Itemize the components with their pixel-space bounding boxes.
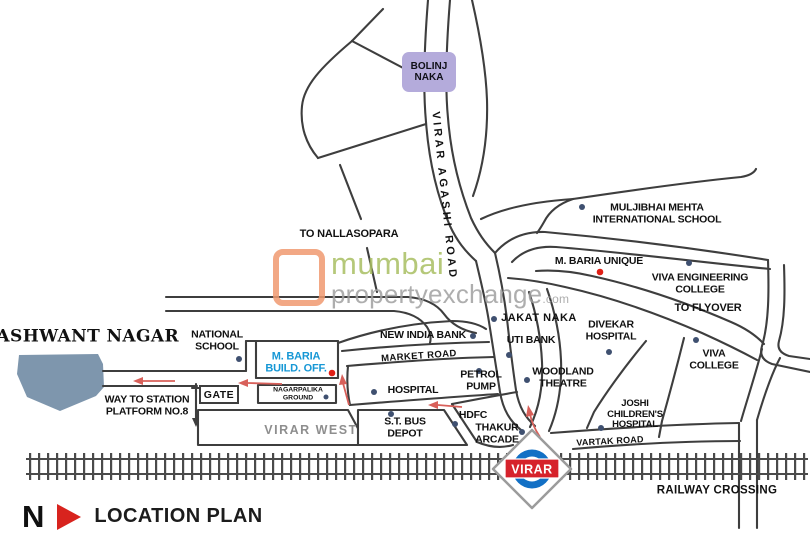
national-school-label: NATIONAL SCHOOL [191,328,243,352]
poi-dot-petrol-pump [476,368,482,374]
m-baria-build-off-label: M. BARIA BUILD. OFF. [265,350,327,375]
road-network [101,0,810,530]
joshi-childrens-hospital-label: JOSHI CHILDREN'S HOSPITAL [607,398,663,431]
poi-dot-woodland-theatre [524,377,530,383]
new-india-bank-label: NEW INDIA BANK [379,329,467,342]
m-baria-unique-label: M. BARIA UNIQUE [554,255,644,268]
station-name: VIRAR [511,463,552,477]
muljibhai-school-label: MULJIBHAI MEHTA INTERNATIONAL SCHOOL [592,201,722,225]
woodland-theatre-label: WOODLAND THEATRE [532,365,594,389]
poi-dots [236,204,699,435]
petrol-pump-label: PETROL PUMP [460,368,502,392]
poi-dot-muljibhai-school [579,204,585,210]
st-bus-depot-label: S.T. BUS DEPOT [384,415,426,439]
poi-dot-national-school [236,356,242,362]
bolinj-naka-label: BOLINJ NAKA [410,60,448,84]
poi-dot-hdfc [452,421,458,427]
jakat-naka-label: JAKAT NAKA [501,311,577,324]
poi-dot-viva-engineering [686,260,692,266]
railway-track [26,453,808,480]
gate-box: GATE [199,385,239,404]
hospital-label: HOSPITAL [387,384,439,397]
railway-crossing-label: RAILWAY CROSSING [656,484,778,497]
poi-dot-viva-college [693,337,699,343]
way-to-station-label: WAY TO STATION PLATFORM NO.8 [104,393,190,417]
virar-west-label: VIRAR WEST [264,423,358,437]
legend: N LOCATION PLAN [22,501,263,532]
viva-engineering-college-label: VIVA ENGINEERING COLLEGE [651,271,749,295]
viva-college-label: VIVA COLLEGE [689,347,739,371]
poi-dot-new-india-bank [470,333,476,339]
nagarpalika-ground-label: NAGARPALIKA GROUND [273,386,323,401]
hdfc-label: HDFC [458,409,488,422]
page-title: LOCATION PLAN [94,505,263,527]
poi-dot-divekar-hospital [606,349,612,355]
poi-dot-uti-bank [506,352,512,358]
poi-dot-m-baria-build-off [328,369,336,377]
poi-dot-st-bus-depot [388,411,394,417]
yashwant-nagar-label: YASHWANT NAGAR [0,326,180,347]
poi-dot-hospital [371,389,377,395]
poi-dot-thakur-arcade [519,429,525,435]
yashwant-nagar-area [17,354,104,411]
compass-n-label: N [22,499,45,534]
poi-dot-m-baria-unique [596,268,604,276]
to-flyover-label: TO FLYOVER [674,301,742,314]
bolinj-naka-box: BOLINJ NAKA [402,52,456,92]
to-nallasopara-label: TO NALLASOPARA [299,227,399,240]
gate-label: GATE [203,388,235,401]
north-arrow-icon [57,503,82,530]
virar-station-logo: VIRAR [491,428,573,510]
uti-bank-label: UTI BANK [506,334,556,347]
divekar-hospital-label: DIVEKAR HOSPITAL [585,318,637,342]
poi-dot-nagarpalika-ground [323,394,329,400]
poi-dot-jakat-naka [491,316,497,322]
poi-dot-joshi-hospital [598,425,604,431]
thakur-arcade-label: THAKUR ARCADE [475,421,519,445]
